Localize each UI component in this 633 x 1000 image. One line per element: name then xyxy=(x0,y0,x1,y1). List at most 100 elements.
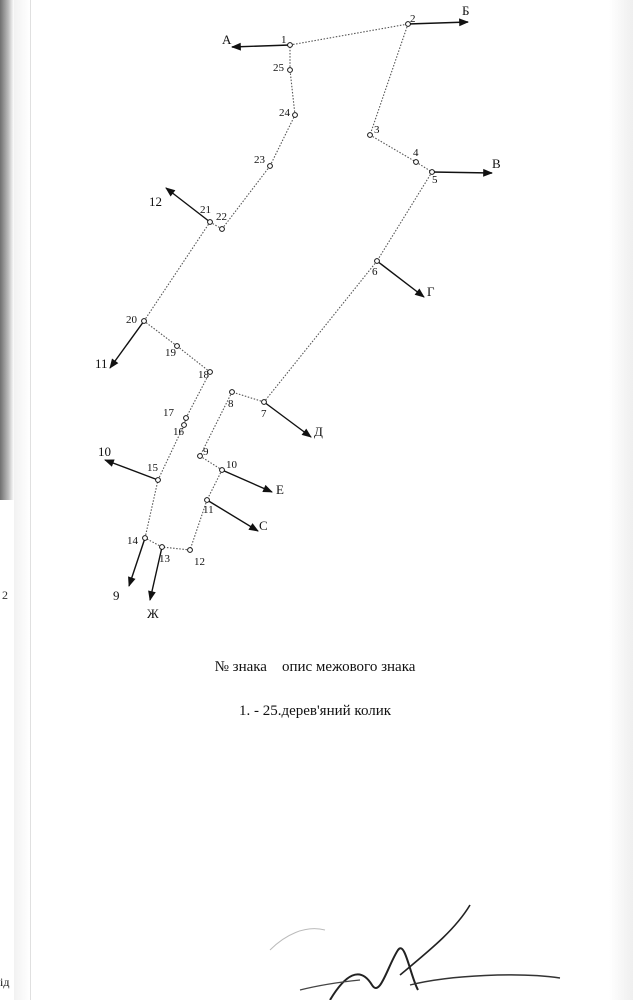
boundary-marker-2 xyxy=(405,21,411,27)
point-label-11: 11 xyxy=(203,504,214,516)
point-label-2: 2 xyxy=(410,13,416,25)
boundary-marker-21 xyxy=(207,219,213,225)
boundary-segment-6-7 xyxy=(263,260,378,403)
point-label-21: 21 xyxy=(200,204,211,216)
boundary-marker-10 xyxy=(219,467,225,473)
neighbor-label-n10: 10 xyxy=(98,444,111,459)
boundary-segment-12-13 xyxy=(161,546,191,551)
neighbor-label-B: Б xyxy=(462,3,469,18)
neighbor-arrow-n10 xyxy=(104,459,159,481)
boundary-marker-7 xyxy=(261,399,267,405)
point-label-17: 17 xyxy=(163,407,175,419)
page-fold-line xyxy=(30,0,31,1000)
boundary-segment-17-18 xyxy=(185,371,211,419)
neighbor-label-E: Е xyxy=(276,482,284,497)
neighbor-arrow-n11 xyxy=(109,320,145,369)
neighbor-label-n9: 9 xyxy=(113,588,120,603)
neighbor-arrow-Zh xyxy=(148,546,163,601)
point-label-9: 9 xyxy=(203,446,209,458)
neighbor-arrow-B xyxy=(407,18,469,27)
boundary-segment-23-24 xyxy=(269,114,296,167)
boundary-marker-15 xyxy=(155,477,161,483)
boundary-segment-24-25 xyxy=(289,69,296,116)
point-label-24: 24 xyxy=(279,107,291,119)
boundary-marker-22 xyxy=(219,226,225,232)
neighbor-label-D: Д xyxy=(314,424,323,439)
plot-boundary xyxy=(143,23,433,551)
boundary-segment-14-15 xyxy=(144,479,159,539)
boundary-marker-11 xyxy=(204,497,210,503)
point-label-10: 10 xyxy=(226,459,238,471)
boundary-marker-14 xyxy=(142,535,148,541)
boundary-marker-4 xyxy=(413,159,419,165)
point-label-3: 3 xyxy=(374,124,380,136)
boundary-marker-1 xyxy=(287,42,293,48)
boundary-marker-23 xyxy=(267,163,273,169)
neighbor-arrow-S xyxy=(206,499,259,532)
point-label-5: 5 xyxy=(432,174,438,186)
right-margin xyxy=(609,0,633,1000)
boundary-segment-10-11 xyxy=(206,469,223,501)
point-label-7: 7 xyxy=(261,408,267,420)
boundary-segment-3-4 xyxy=(369,134,417,163)
boundary-segment-11-12 xyxy=(189,499,208,551)
point-label-19: 19 xyxy=(165,347,177,359)
boundary-marker-17 xyxy=(183,415,189,421)
neighbor-label-n11: 11 xyxy=(95,356,108,371)
neighbor-label-V: В xyxy=(492,156,501,171)
neighbor-label-n12: 12 xyxy=(149,194,162,209)
boundary-marker-20 xyxy=(141,318,147,324)
point-label-8: 8 xyxy=(228,398,234,410)
boundary-segment-13-14 xyxy=(144,537,163,548)
point-label-25: 25 xyxy=(273,62,285,74)
boundary-segment-8-9 xyxy=(199,391,233,457)
neighbor-label-S: С xyxy=(259,518,268,533)
point-label-22: 22 xyxy=(216,211,227,223)
boundary-segment-18-19 xyxy=(176,345,211,373)
boundary-segment-4-5 xyxy=(415,161,433,173)
point-labels: 1234567891011121314151617181920212223242… xyxy=(126,13,438,568)
margin-text-left: 2 xyxy=(2,588,8,602)
signature-scribble xyxy=(269,904,561,1000)
boundary-segment-22-23 xyxy=(221,165,271,230)
point-label-23: 23 xyxy=(254,154,266,166)
boundary-segment-9-10 xyxy=(199,455,223,471)
boundary-marker-18 xyxy=(207,369,213,375)
boundary-segment-5-6 xyxy=(376,171,433,262)
boundary-segment-20-21 xyxy=(143,221,211,322)
boundary-marker-5 xyxy=(429,169,435,175)
neighbor-label-A: А xyxy=(222,32,232,47)
boundary-segment-7-8 xyxy=(231,391,265,403)
boundary-segment-21-22 xyxy=(209,221,223,230)
neighbor-arrow-E xyxy=(221,469,273,493)
neighbor-arrow-n12 xyxy=(165,187,211,223)
point-label-4: 4 xyxy=(413,147,419,159)
point-label-20: 20 xyxy=(126,314,138,326)
neighbor-arrows xyxy=(104,18,493,601)
neighbor-arrow-G xyxy=(376,260,425,298)
neighbor-arrow-n9 xyxy=(128,537,146,587)
boundary-marker-12 xyxy=(187,547,193,553)
page-edge-shadow xyxy=(0,0,14,500)
point-label-14: 14 xyxy=(127,535,139,547)
neighbor-arrow-V xyxy=(431,168,493,177)
boundary-marker-3 xyxy=(367,132,373,138)
boundary-marker-8 xyxy=(229,389,235,395)
margin-text-bottom-left: ід xyxy=(0,975,10,989)
left-margin xyxy=(14,0,30,1000)
boundary-marker-6 xyxy=(374,258,380,264)
point-label-16: 16 xyxy=(173,426,185,438)
point-label-13: 13 xyxy=(159,553,171,565)
legend-header: № знака опис межового знака xyxy=(214,659,416,675)
boundary-marker-9 xyxy=(197,453,203,459)
boundary-marker-19 xyxy=(174,343,180,349)
point-label-1: 1 xyxy=(281,34,287,46)
neighbor-arrow-D xyxy=(263,401,312,438)
boundary-segment-15-16 xyxy=(157,424,185,481)
boundary-marker-16 xyxy=(181,422,187,428)
point-label-12: 12 xyxy=(194,556,205,568)
neighbor-label-Zh: Ж xyxy=(147,606,159,621)
